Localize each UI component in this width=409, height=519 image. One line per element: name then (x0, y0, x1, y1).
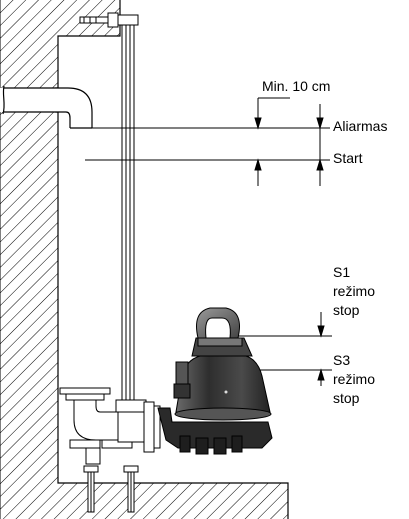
submersible-pump (157, 307, 273, 455)
min-clearance-label: Min. 10 cm (262, 78, 331, 94)
discharge-connection (59, 387, 161, 465)
level-lines (85, 127, 332, 371)
top-bracket (79, 12, 139, 28)
alarm-level-label: Aliarmas (333, 118, 388, 134)
min-clearance-dimension (254, 97, 290, 186)
start-level-label: Start (333, 150, 363, 166)
s1-stop-label-mode: režimo (333, 283, 376, 299)
s1-stop-label-stop: stop (333, 302, 360, 318)
s3-stop-label-title: S3 (333, 352, 351, 368)
left-wall (0, 0, 58, 519)
floor-slab (58, 483, 288, 519)
s3-stop-label-mode: režimo (333, 371, 376, 387)
alarm-start-dimension (316, 104, 324, 186)
anchor-bolts (83, 465, 139, 513)
s1-stop-label-title: S1 (333, 264, 351, 280)
stop-levels-dimension (317, 312, 325, 386)
guide-rails (121, 25, 135, 400)
inlet-pipe (0, 85, 93, 129)
s3-stop-label-stop: stop (333, 390, 360, 406)
